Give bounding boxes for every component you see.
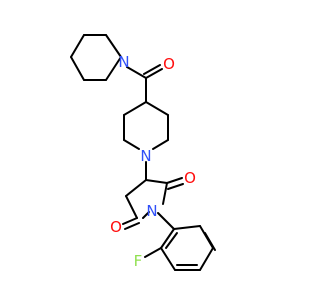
- structure-diagram: O N N O O N F: [70, 34, 216, 271]
- middle-piperidine-ring: [123, 101, 169, 181]
- bond: [105, 56, 122, 81]
- bond: [124, 222, 140, 230]
- top-piperidine-ring: [70, 34, 122, 81]
- atom-n-middle-piperidine: N: [140, 147, 151, 165]
- succinimide-ring: [122, 177, 184, 230]
- bond: [162, 182, 168, 205]
- bond: [126, 66, 147, 79]
- bond: [142, 211, 150, 219]
- bond: [160, 228, 175, 249]
- bond: [70, 34, 85, 58]
- bond: [123, 139, 140, 150]
- bond: [123, 101, 147, 116]
- bond: [125, 179, 147, 197]
- bond: [166, 177, 183, 184]
- bond: [160, 247, 176, 271]
- amide-linkage: [126, 64, 163, 103]
- bond: [167, 183, 184, 190]
- bond: [145, 101, 169, 116]
- atom-o-imide-left: O: [110, 218, 122, 236]
- bond: [152, 139, 169, 150]
- atom-f-aryl: F: [134, 252, 143, 270]
- atom-n-top-piperidine: N: [118, 53, 129, 71]
- bond: [144, 247, 162, 258]
- bond: [70, 56, 85, 81]
- bond: [105, 34, 122, 58]
- fluorophenyl-ring: [144, 212, 216, 271]
- molecule-canvas: O N N O O N F: [70, 34, 216, 271]
- atom-n-imide: N: [146, 202, 157, 220]
- bond: [125, 195, 138, 219]
- bond: [157, 212, 175, 230]
- bond: [145, 179, 168, 184]
- bond: [165, 232, 178, 249]
- bond: [173, 225, 201, 230]
- bond: [145, 68, 163, 79]
- bond: [122, 217, 138, 225]
- bond: [143, 64, 161, 75]
- atom-o-amide: O: [163, 55, 175, 73]
- bond: [199, 247, 214, 271]
- atom-o-imide-right: O: [184, 169, 196, 187]
